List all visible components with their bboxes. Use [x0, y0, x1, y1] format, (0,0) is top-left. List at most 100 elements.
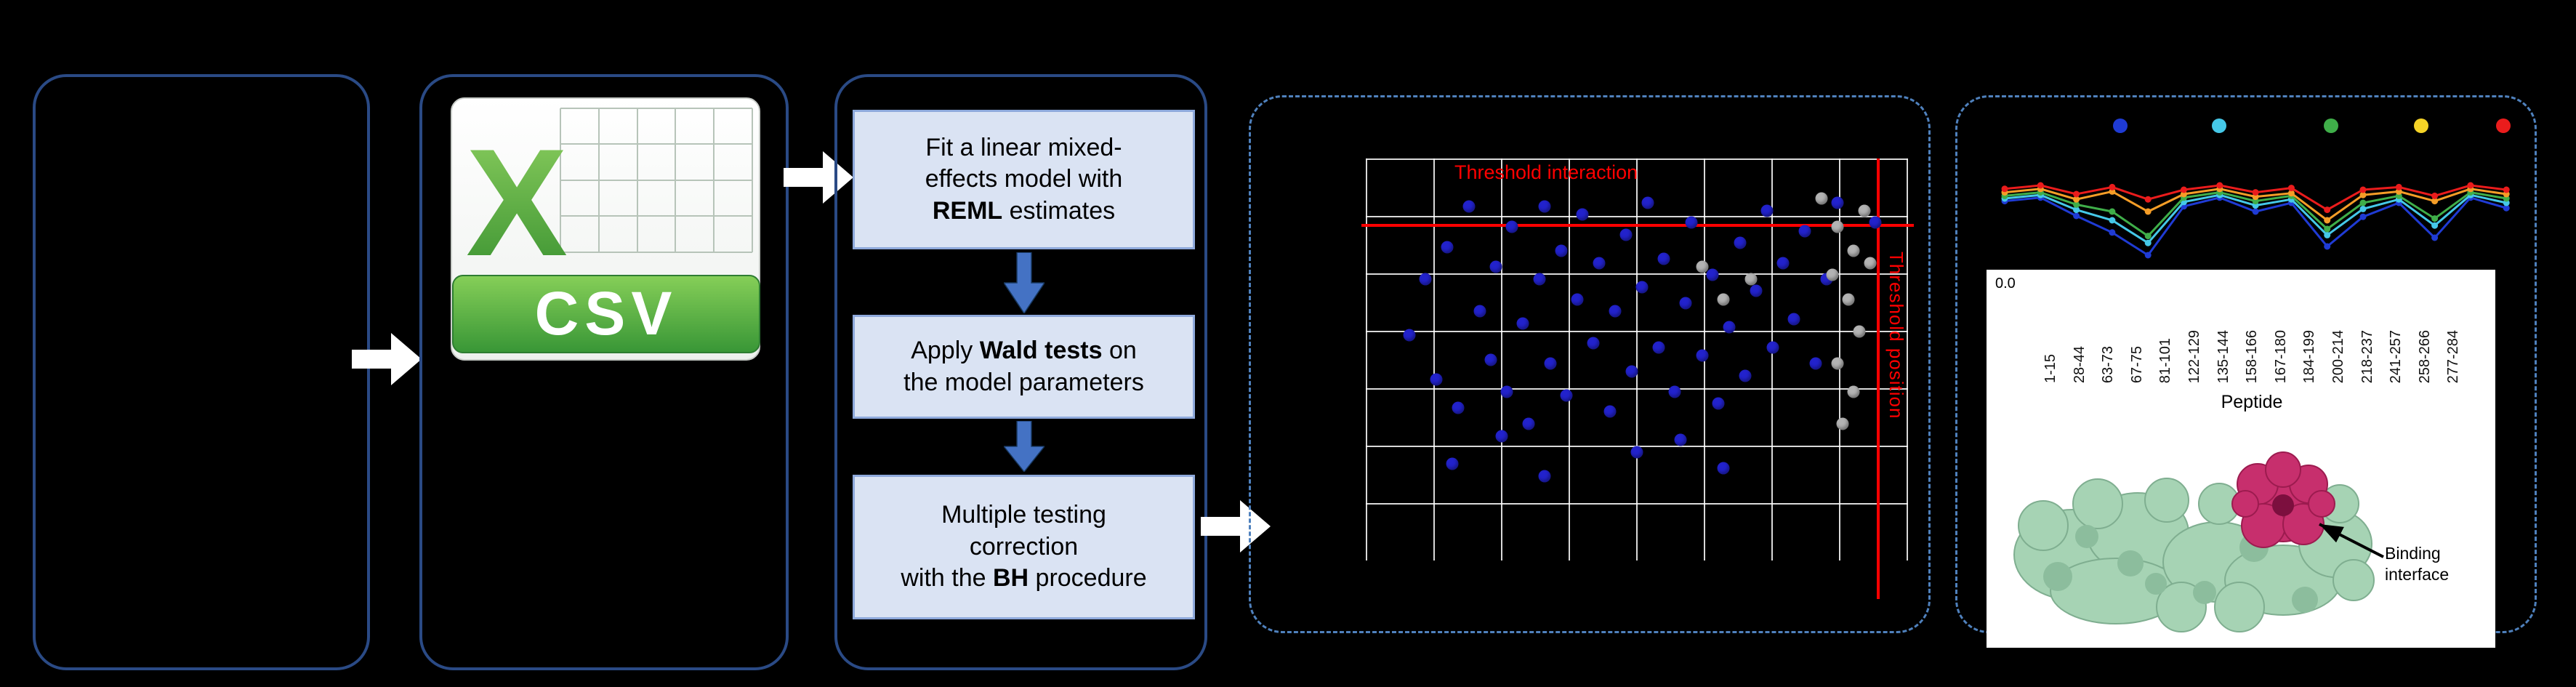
- scatter-point: [1452, 401, 1465, 414]
- peptide-tick-label: 167-180: [2273, 329, 2289, 383]
- uptake-point: [2324, 206, 2331, 214]
- uptake-point: [2144, 233, 2152, 240]
- scatter-point: [1641, 196, 1654, 209]
- scatter-point: [1723, 321, 1736, 334]
- uptake-point: [2431, 192, 2439, 199]
- scatter-point: [1555, 244, 1568, 257]
- uptake-point: [2359, 213, 2367, 220]
- scatter-point: [1766, 341, 1779, 354]
- condition-dot: [2496, 118, 2511, 133]
- scatter-point: [1847, 385, 1860, 398]
- scatter-point: [1538, 200, 1551, 213]
- uptake-point: [2395, 183, 2402, 190]
- scatter-point: [1603, 405, 1617, 418]
- panel-csv: X CSV: [419, 74, 789, 670]
- uptake-point: [2109, 183, 2116, 190]
- uptake-point: [2503, 204, 2510, 212]
- scatter-point: [1696, 260, 1709, 273]
- uptake-point: [2287, 185, 2295, 192]
- uptake-point: [2324, 231, 2331, 238]
- scatter-point: [1533, 273, 1546, 286]
- peptide-tick-label: 258-266: [2417, 329, 2433, 383]
- scatter-point: [1869, 216, 1882, 229]
- scatter-point: [1776, 257, 1790, 270]
- scatter-point: [1787, 313, 1800, 326]
- scatter-point: [1668, 385, 1681, 398]
- csv-file-icon: X CSV: [451, 97, 760, 361]
- uptake-point: [2144, 252, 2152, 259]
- binding-interface-label: Binding interface: [2385, 544, 2450, 584]
- uptake-point: [2144, 196, 2152, 203]
- scatter-point: [1831, 357, 1844, 370]
- scatter-point: [1652, 341, 1665, 354]
- uptake-point: [2109, 229, 2116, 236]
- peptide-tick-label: 63-73: [2100, 345, 2116, 383]
- scatter-point: [1842, 293, 1855, 306]
- csv-label: CSV: [535, 279, 678, 347]
- scatter-point: [1571, 293, 1584, 306]
- scatter-point: [1831, 220, 1844, 233]
- condition-dot: [2212, 118, 2226, 133]
- scatter-point: [1609, 305, 1622, 318]
- condition-dot: [2324, 118, 2338, 133]
- uptake-point: [2073, 206, 2080, 214]
- scatter-point: [1739, 369, 1752, 382]
- uptake-point: [2001, 185, 2008, 193]
- scatter-points: [1366, 158, 1908, 561]
- peptide-tick-label: 158-166: [2244, 329, 2260, 383]
- scatter-point: [1864, 257, 1877, 270]
- threshold-position-line: [1877, 158, 1880, 599]
- peptide-tick-label: 277-284: [2445, 329, 2461, 383]
- scatter-point: [1587, 337, 1600, 350]
- spreadsheet-grid-icon: [560, 108, 753, 253]
- scatter-point: [1522, 417, 1535, 430]
- uptake-point: [2109, 217, 2116, 224]
- panel-scatter-result: Threshold interaction Threshold position: [1249, 95, 1931, 633]
- peptide-tick-label: 218-237: [2359, 329, 2375, 383]
- scatter-point: [1657, 252, 1670, 265]
- peptide-tick-label: 67-75: [2129, 345, 2145, 383]
- binding-pocket: [2272, 494, 2294, 516]
- scatter-point: [1505, 220, 1518, 233]
- flow-arrow-icon: [352, 333, 422, 385]
- scatter-point: [1717, 293, 1730, 306]
- peptide-tick-label: 135-144: [2215, 329, 2231, 383]
- uptake-point: [2359, 186, 2367, 193]
- uptake-point: [2037, 182, 2044, 189]
- uptake-point: [2109, 208, 2116, 215]
- peptide-tick-label: 28-44: [2072, 345, 2088, 383]
- uptake-point: [2252, 208, 2259, 215]
- binding-interface-region: [2231, 451, 2335, 548]
- scatter-point: [1798, 225, 1811, 238]
- uptake-point: [2467, 182, 2474, 189]
- scatter-point: [1706, 268, 1719, 281]
- scatter-point: [1826, 268, 1839, 281]
- excel-x-letter: X: [466, 117, 568, 288]
- scatter-point: [1685, 216, 1698, 229]
- condition-dot: [2113, 118, 2128, 133]
- scatter-point: [1430, 373, 1443, 386]
- scatter-point: [1696, 349, 1709, 362]
- panel-input: [33, 74, 370, 670]
- peptide-tick-label: 200-214: [2330, 329, 2346, 383]
- scatter-point: [1831, 196, 1844, 209]
- scatter-point: [1441, 241, 1454, 254]
- threshold-interaction-line: [1361, 224, 1914, 227]
- uptake-point: [2431, 215, 2439, 222]
- uptake-point: [2503, 186, 2510, 193]
- scatter-point: [1516, 317, 1529, 330]
- scatter-point: [1815, 192, 1828, 205]
- scatter-point: [1744, 273, 1758, 286]
- peptide-tick-label: 122-129: [2186, 329, 2202, 383]
- uptake-point: [2359, 199, 2367, 206]
- uptake-point: [2431, 222, 2439, 229]
- scatter-point: [1495, 430, 1508, 443]
- scatter-point: [1679, 297, 1692, 310]
- uptake-point: [2287, 190, 2295, 197]
- uptake-point: [2431, 234, 2439, 241]
- scatter-point: [1853, 325, 1866, 338]
- scatter-point: [1734, 236, 1747, 249]
